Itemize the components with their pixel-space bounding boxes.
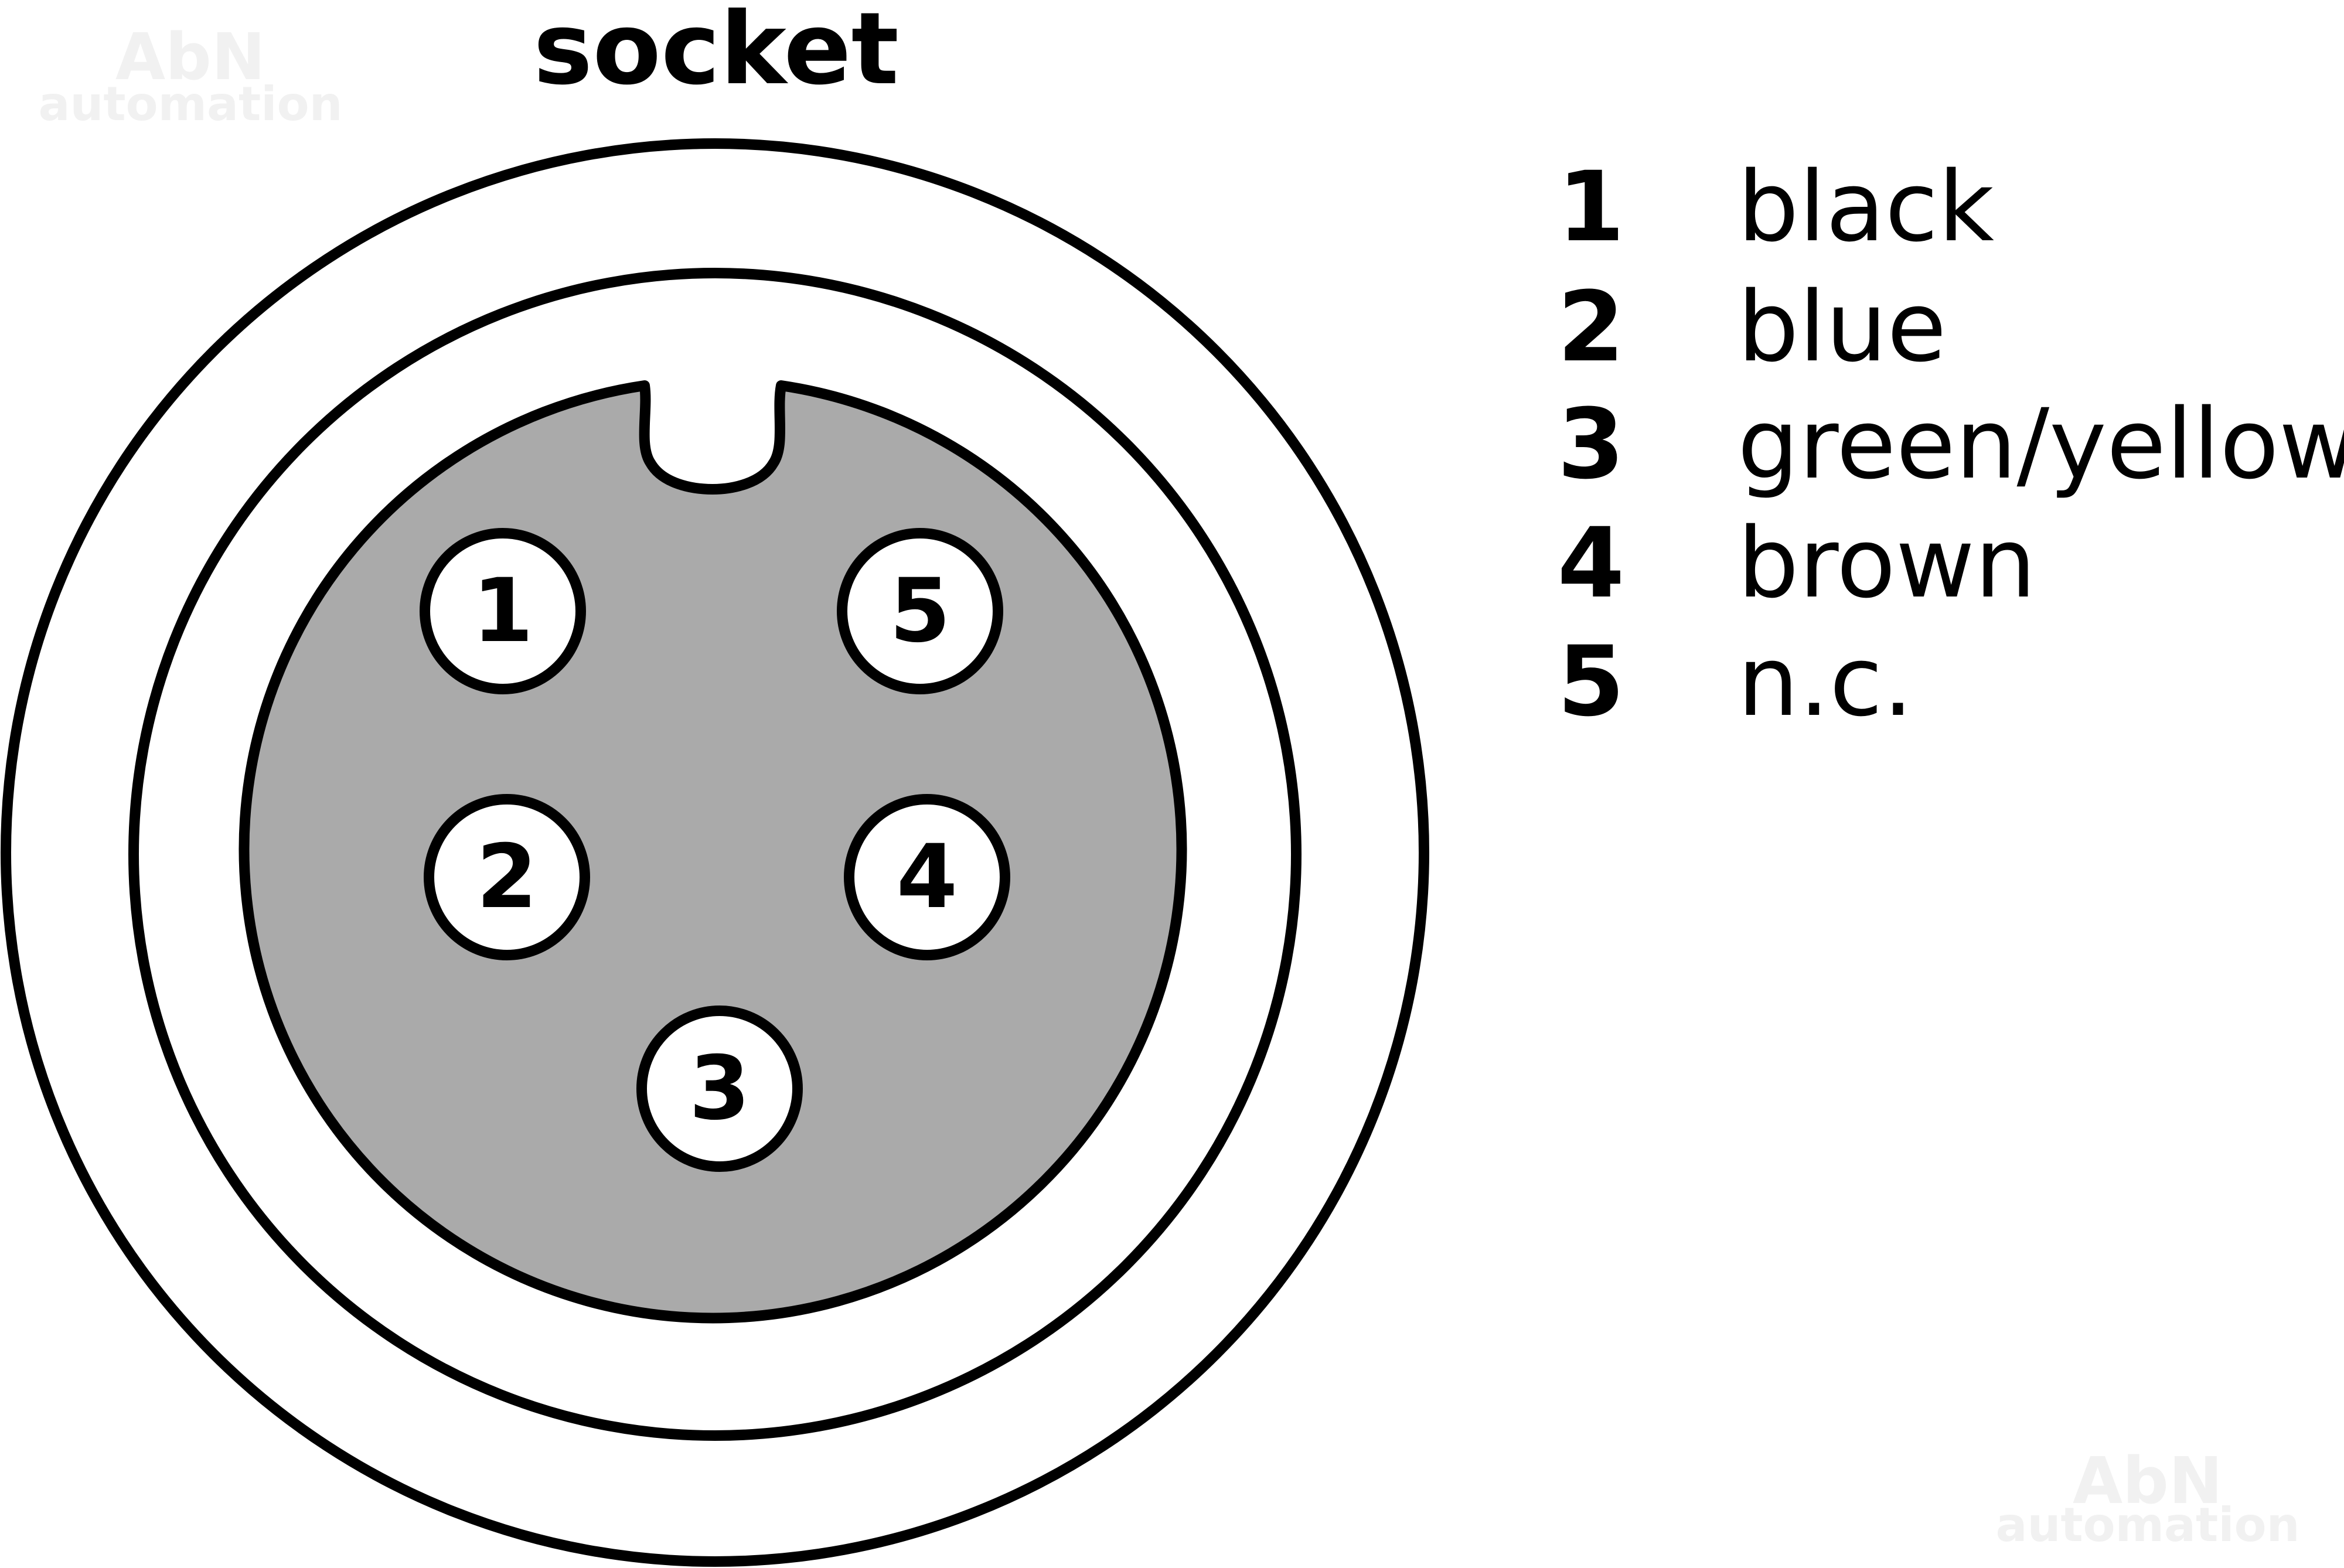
- legend-color-4: brown: [1737, 507, 2036, 619]
- pin-5-label: 5: [890, 560, 950, 662]
- legend-number-4: 4: [1558, 507, 1625, 619]
- pin-3-circle: [636, 1005, 803, 1172]
- diagram-title: socket: [533, 0, 899, 107]
- pin-4-label: 4: [897, 826, 958, 928]
- legend-row-3: 3 green/yellow: [1558, 388, 2344, 500]
- legend-number-2: 2: [1558, 271, 1625, 383]
- pin-1: 1: [420, 528, 586, 694]
- legend-row-5: 5 n.c.: [1558, 625, 1914, 738]
- legend-color-1: black: [1737, 151, 1994, 263]
- pin-1-label: 1: [472, 560, 533, 662]
- pin-4: 4: [844, 794, 1010, 960]
- legend-number-1: 1: [1558, 151, 1625, 263]
- legend-color-2: blue: [1737, 271, 1947, 383]
- pin-3: 3: [636, 1005, 803, 1172]
- legend-row-1: 1 black: [1558, 151, 1995, 263]
- watermark-top-left-line1: AbN: [115, 19, 265, 94]
- socket-insert: [239, 380, 1187, 1324]
- watermark-top-left-line2: automation: [38, 77, 342, 131]
- pin-5: 5: [837, 528, 1003, 694]
- legend-color-5: n.c.: [1737, 625, 1913, 738]
- pin-2: 2: [424, 794, 590, 960]
- pin-4-circle: [844, 794, 1010, 960]
- watermark-bottom-right: AbN automation: [1995, 1443, 2299, 1552]
- legend-number-3: 3: [1558, 388, 1625, 500]
- wire-color-legend: 1 black 2 blue 3 green/yellow 4 brown 5 …: [1558, 151, 2344, 738]
- legend-number-5: 5: [1558, 625, 1625, 738]
- pin-5-circle: [837, 528, 1003, 694]
- legend-color-3: green/yellow: [1737, 388, 2344, 500]
- watermark-bottom-right-line1: AbN: [2073, 1443, 2223, 1518]
- pin-2-label: 2: [476, 826, 537, 928]
- pin-1-circle: [420, 528, 586, 694]
- pin-2-circle: [424, 794, 590, 960]
- watermark-top-left: AbN automation: [38, 19, 342, 131]
- pin-3-label: 3: [689, 1038, 750, 1140]
- watermark-bottom-right-line2: automation: [1995, 1498, 2299, 1552]
- legend-row-2: 2 blue: [1558, 271, 1947, 383]
- legend-row-4: 4 brown: [1558, 507, 2036, 619]
